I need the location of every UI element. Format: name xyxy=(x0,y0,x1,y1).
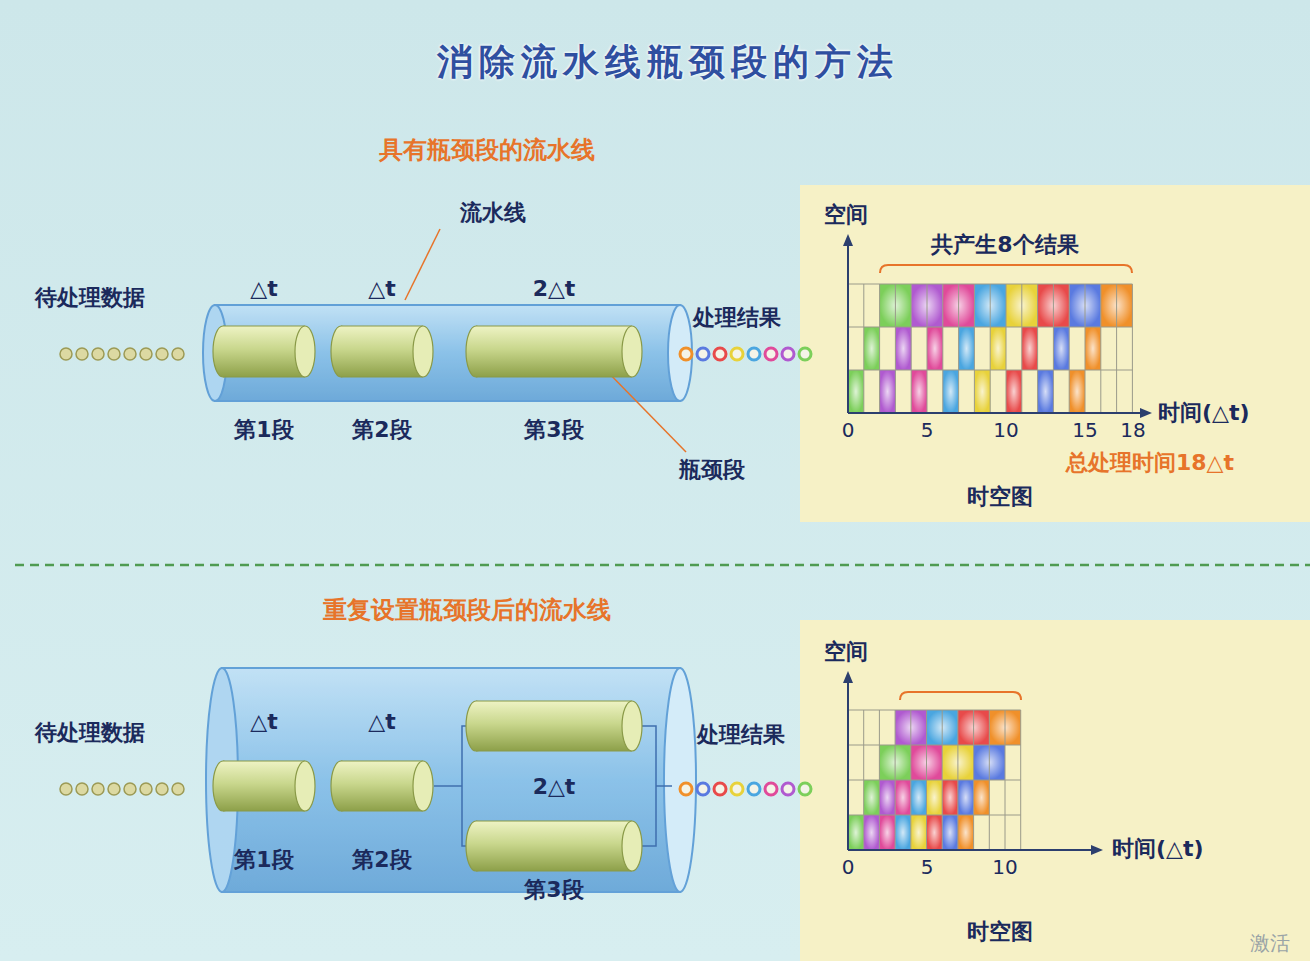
callout-label: 瓶颈段 xyxy=(679,458,745,482)
title: 消除流水线瓶颈段的方法 xyxy=(437,42,899,82)
output-beads xyxy=(680,783,811,795)
tick-label: 15 xyxy=(1072,419,1097,441)
stage-name: 第1段 xyxy=(234,848,293,872)
chart-caption: 时空图 xyxy=(967,485,1033,509)
chart-panel xyxy=(800,185,1310,522)
tick-label: 5 xyxy=(921,856,934,878)
pipeline-stage: △t 第1段 xyxy=(212,275,316,445)
tick-label: 18 xyxy=(1120,419,1145,441)
duration-label: △t xyxy=(368,710,395,734)
tick-label: 0 xyxy=(842,419,855,441)
pipeline-stage: 2△t 第3段 xyxy=(465,275,643,445)
chart-axes xyxy=(843,671,1103,855)
axis-title: 空间 xyxy=(824,203,868,227)
stage-name: 第3段 xyxy=(524,418,583,442)
input-label: 待处理数据 xyxy=(35,286,145,310)
tick-label: 10 xyxy=(992,856,1017,878)
pipeline-tube xyxy=(203,305,692,401)
stage-name: 第2段 xyxy=(352,418,411,442)
output-label: 处理结果 xyxy=(693,306,781,330)
stage-cylinder xyxy=(465,325,643,378)
stage-cylinder xyxy=(465,820,643,872)
pipeline-stage: △t 第2段 xyxy=(330,710,434,875)
axis-title: 空间 xyxy=(824,640,868,664)
pipeline-tube xyxy=(206,668,696,892)
input-label: 待处理数据 xyxy=(35,721,145,745)
stage-cylinder xyxy=(212,325,316,378)
axis-title: 时间(△t) xyxy=(1112,837,1204,861)
stage-cylinder xyxy=(330,325,434,378)
note: 总处理时间18△t xyxy=(1066,451,1234,475)
section-heading: 重复设置瓶颈段后的流水线 xyxy=(323,597,611,623)
stage-cylinder xyxy=(465,700,643,752)
input-beads xyxy=(60,783,184,795)
stage-cylinder xyxy=(330,760,434,812)
stage-name: 第2段 xyxy=(352,848,411,872)
duration-label: 2△t xyxy=(533,775,576,799)
callout-label: 流水线 xyxy=(460,201,526,225)
space-time-chart xyxy=(848,710,1021,850)
duration-label: 2△t xyxy=(533,277,576,301)
leader-line xyxy=(405,229,440,300)
separator xyxy=(15,564,1310,567)
input-beads xyxy=(60,348,184,360)
stage-cylinder xyxy=(212,760,316,812)
output-label: 处理结果 xyxy=(697,723,785,747)
space-time-chart xyxy=(848,284,1132,413)
section-heading: 具有瓶颈段的流水线 xyxy=(379,137,595,163)
pipeline-stage: △t 第1段 xyxy=(212,710,316,875)
chart-panel xyxy=(800,620,1310,961)
stage-name: 第3段 xyxy=(524,878,583,902)
tick-label: 5 xyxy=(921,419,934,441)
output-beads xyxy=(680,348,811,360)
pipeline-stage: 2△t 第3段 xyxy=(465,695,643,905)
axis-title: 时间(△t) xyxy=(1158,401,1250,425)
chart-caption: 时空图 xyxy=(967,920,1033,944)
tick-label: 0 xyxy=(842,856,855,878)
duration-label: △t xyxy=(368,277,395,301)
watermark: 激活 xyxy=(1250,932,1290,954)
pipeline-stage: △t 第2段 xyxy=(330,275,434,445)
duration-label: △t xyxy=(250,277,277,301)
tick-label: 10 xyxy=(993,419,1018,441)
bracket xyxy=(900,692,1021,700)
chart-axes xyxy=(843,234,1152,418)
bracket xyxy=(880,265,1132,273)
duration-label: △t xyxy=(250,710,277,734)
bracket-label: 共产生8个结果 xyxy=(931,233,1078,257)
stage-name: 第1段 xyxy=(234,418,293,442)
